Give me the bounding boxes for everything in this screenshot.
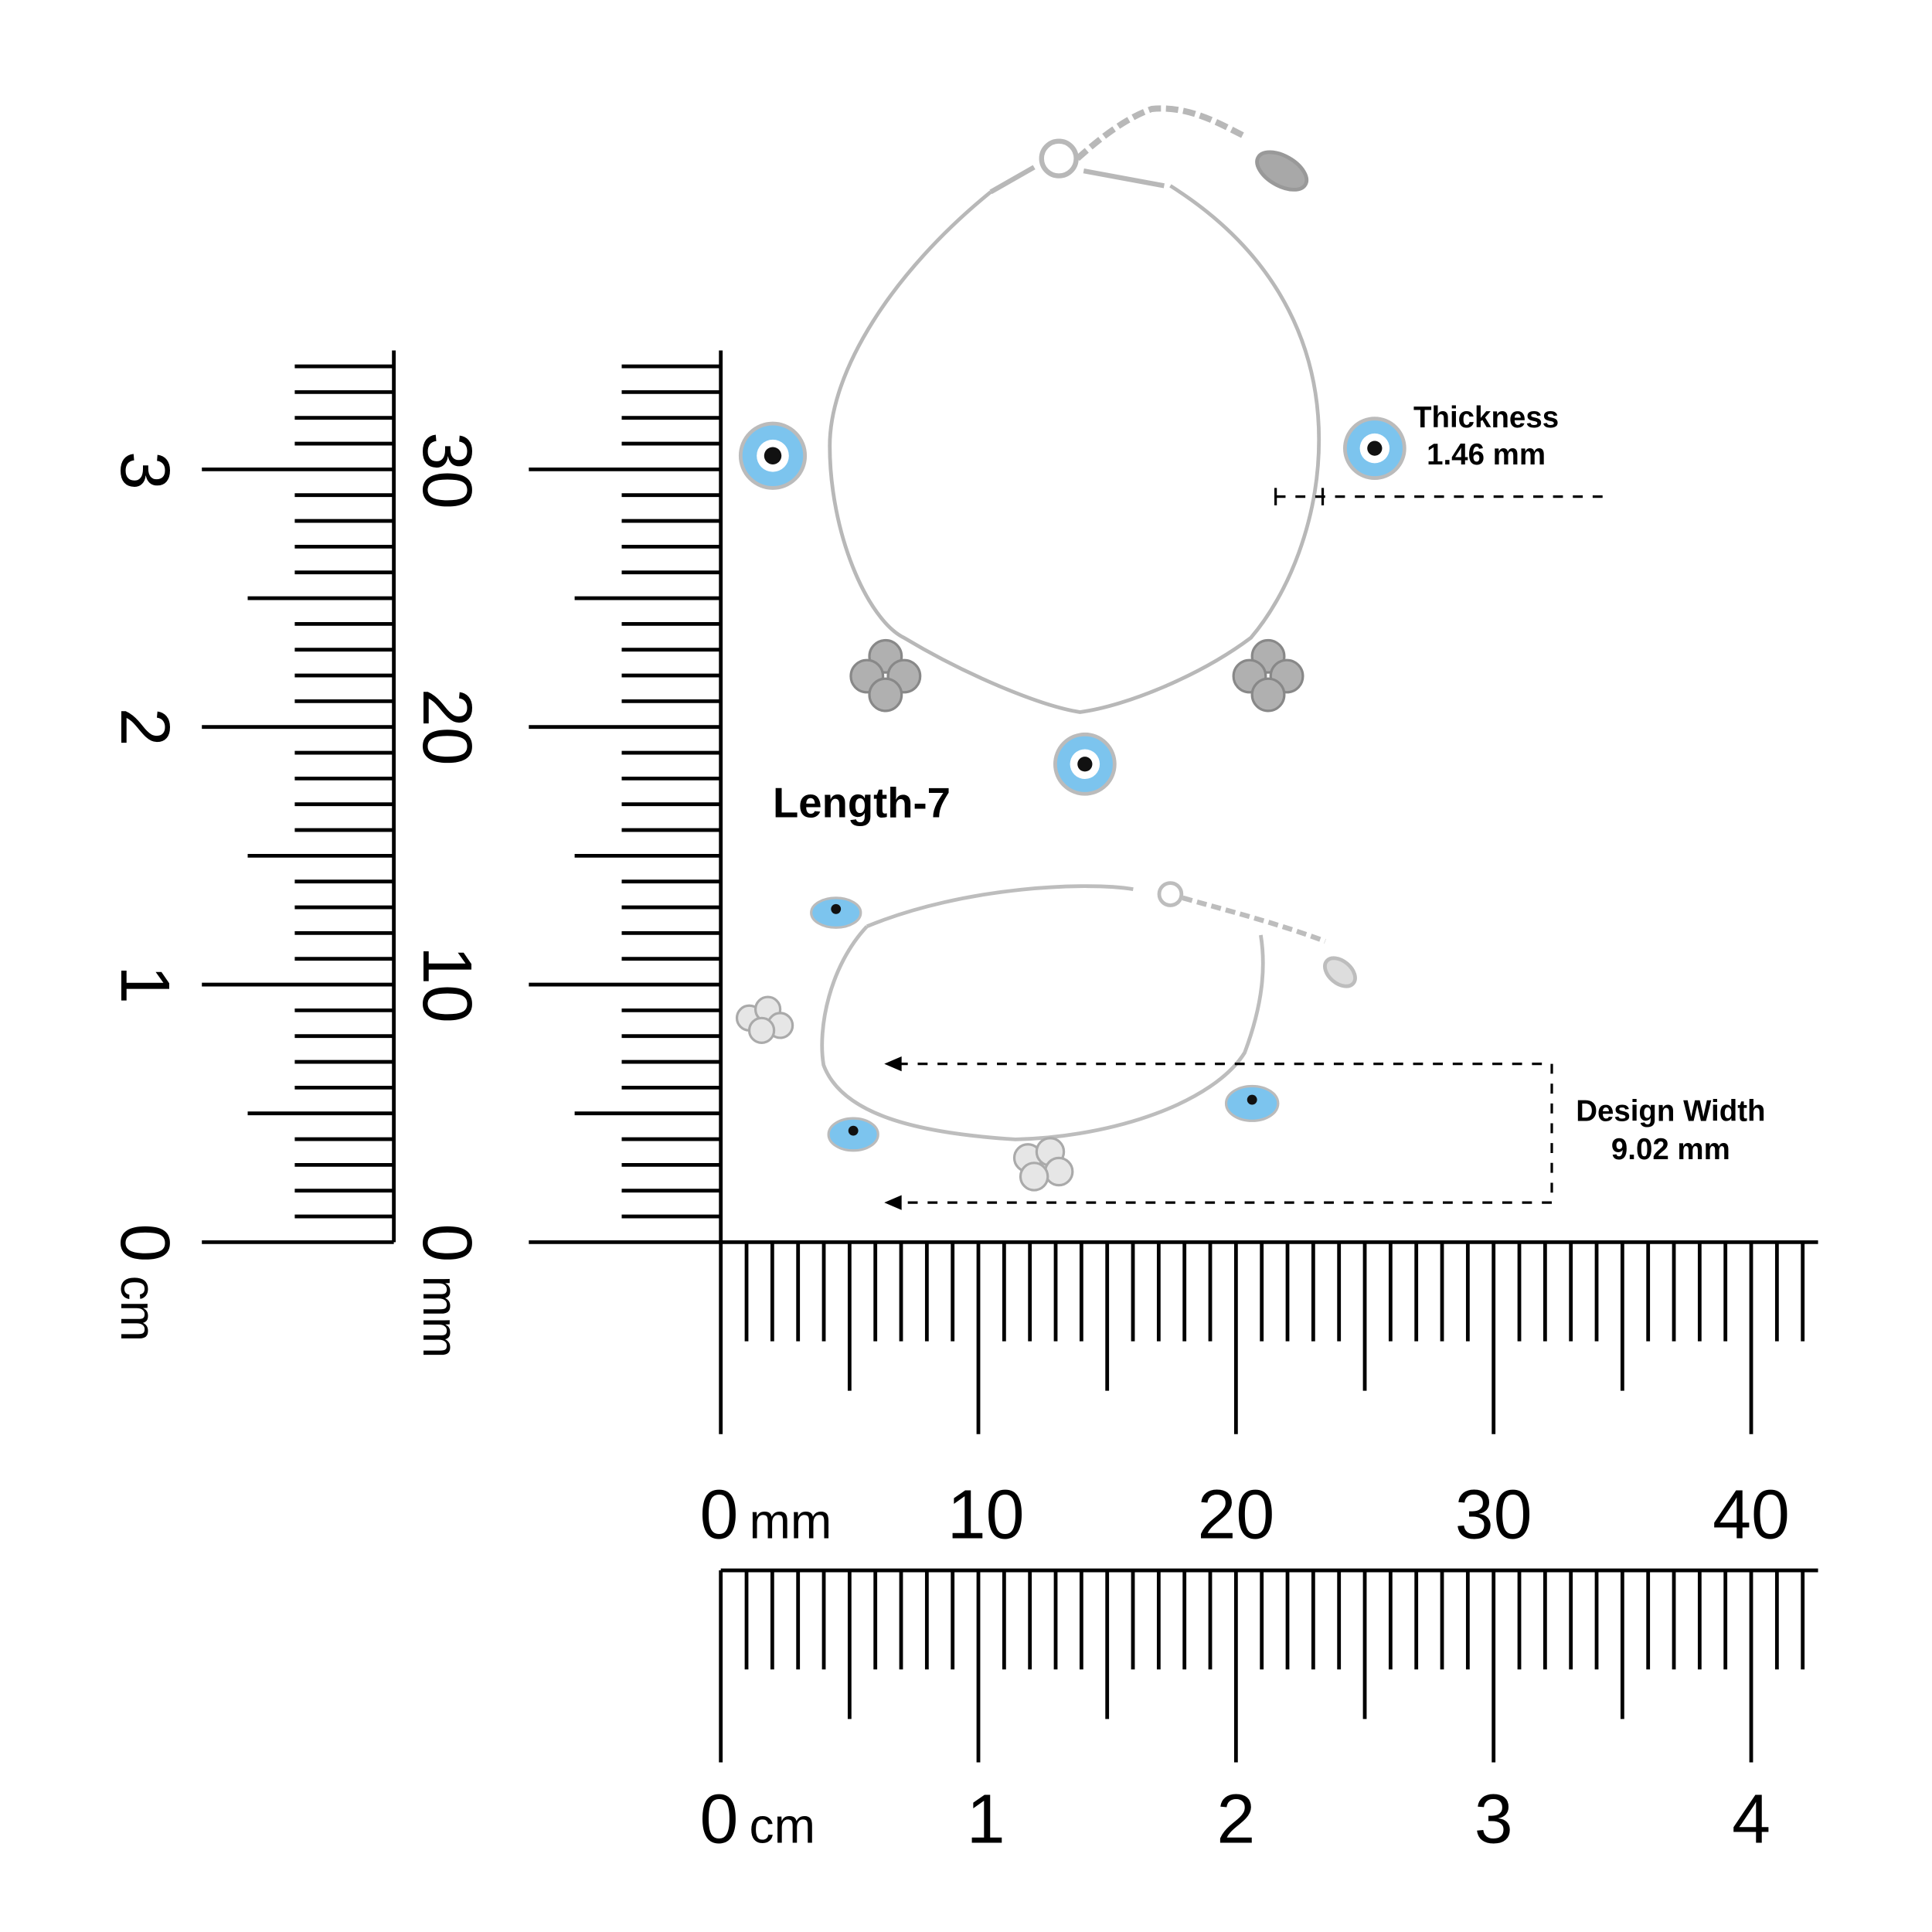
extension-chain <box>1075 105 1247 162</box>
evil-eye-charm <box>1342 417 1406 480</box>
horizontal-mm-labels: 0 mm 10 20 30 40 <box>699 1476 1789 1553</box>
chain <box>828 184 1321 714</box>
tag-charm <box>1255 150 1309 192</box>
hmm-label-20: 20 <box>1197 1476 1274 1553</box>
hcm-label-4: 4 <box>1732 1781 1770 1859</box>
vmm-label-10: 10 <box>408 946 485 1023</box>
spring-ring-clasp <box>1039 138 1079 179</box>
design-width-value: 9.02 mm <box>1611 1133 1730 1166</box>
hcm-label-0: 0 <box>699 1781 738 1859</box>
clover-charm <box>849 638 922 713</box>
vcm-label-0: 0 <box>106 1223 183 1262</box>
length-label: Length-7 <box>773 780 951 827</box>
hmm-unit: mm <box>750 1493 832 1549</box>
vcm-unit: cm <box>111 1276 166 1342</box>
vcm-label-1: 1 <box>106 965 183 1004</box>
vertical-mm-labels: 30 20 10 0 mm <box>408 432 485 1358</box>
design-width-annotation <box>884 1056 1553 1210</box>
hcm-label-3: 3 <box>1475 1781 1513 1859</box>
bracelet-side-view <box>820 881 1357 1141</box>
horizontal-cm-labels: 0 cm 1 2 3 4 <box>699 1781 1770 1859</box>
clasp-links <box>989 165 1165 195</box>
clover-charm <box>1232 638 1304 713</box>
hcm-label-2: 2 <box>1216 1781 1255 1859</box>
hmm-label-30: 30 <box>1455 1476 1532 1553</box>
hcm-label-1: 1 <box>967 1781 1005 1859</box>
evil-eye-charm <box>810 896 862 929</box>
thickness-label: Thickness <box>1413 401 1559 434</box>
vmm-unit: mm <box>413 1276 468 1359</box>
extension-chain <box>1182 895 1326 944</box>
eye-charms-top <box>738 417 1406 796</box>
vertical-cm-labels: 3 2 1 0 cm <box>106 451 183 1342</box>
vcm-label-2: 2 <box>106 708 183 747</box>
vcm-label-3: 3 <box>106 451 183 490</box>
chain <box>820 884 1265 1141</box>
hmm-label-10: 10 <box>947 1476 1025 1553</box>
design-width-label: Design Width <box>1576 1094 1765 1128</box>
evil-eye-charm <box>1053 732 1117 796</box>
bracelet-top-view <box>828 105 1321 714</box>
rulers <box>202 350 1818 1763</box>
clover-charm <box>735 995 794 1044</box>
hmm-label-40: 40 <box>1713 1476 1790 1553</box>
vmm-label-30: 30 <box>408 432 485 509</box>
vmm-label-0: 0 <box>408 1223 485 1262</box>
thickness-annotation: Thickness 1.46 mm <box>1274 401 1604 505</box>
tag-charm <box>1323 956 1357 988</box>
clover-charm <box>1012 1137 1074 1192</box>
vmm-label-20: 20 <box>408 689 485 766</box>
evil-eye-charm <box>1224 1084 1280 1122</box>
evil-eye-charm <box>827 1117 879 1152</box>
hcm-unit: cm <box>750 1798 815 1854</box>
spring-ring-clasp <box>1157 881 1184 907</box>
evil-eye-charm <box>738 421 808 490</box>
hmm-label-0: 0 <box>699 1476 738 1553</box>
charms-side <box>735 896 1280 1192</box>
thickness-value: 1.46 mm <box>1427 438 1546 471</box>
